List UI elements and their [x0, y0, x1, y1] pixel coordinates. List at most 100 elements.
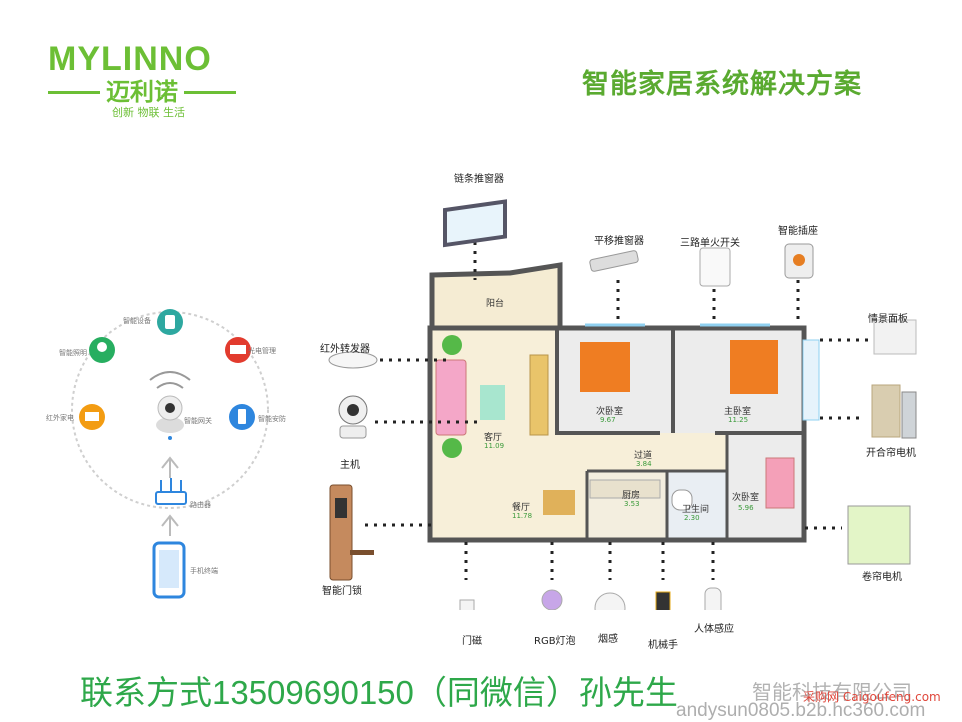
camera-lens [165, 403, 175, 413]
sofa [435, 359, 467, 436]
connector-lines [365, 242, 872, 580]
label-switch: 三路单火开关 [680, 238, 740, 249]
scene-panel-icon [873, 319, 917, 355]
hub-label-optical: 光电管理 [248, 347, 276, 355]
room-third-bed: 次卧室 [732, 493, 760, 503]
curtain-icon [871, 384, 901, 438]
phone-screen [159, 550, 179, 588]
label-chain-window: 链条推窗器 [454, 174, 504, 185]
body-sensor-icon [704, 587, 722, 610]
curtain-motor-icon [901, 391, 917, 439]
host-camera-lens [347, 404, 359, 416]
brand-logo: MYLINNO 迈利诺 创新 物联 生活 [48, 42, 268, 120]
area-corridor: 3.84 [636, 460, 652, 468]
label-rgb-bulb: RGB灯泡 [534, 636, 576, 647]
area-kitchen: 3.53 [624, 500, 640, 508]
switch-icon [699, 247, 731, 287]
hub-diagram [71, 309, 269, 599]
area-third-bed: 5.96 [738, 504, 754, 512]
brand-slogan: 创新 物联 生活 [112, 106, 185, 119]
bed-master [730, 340, 778, 394]
label-scene-panel: 情景面板 [868, 314, 908, 325]
arrow-up-icon [161, 456, 179, 478]
floor-plan [328, 199, 917, 610]
security-glyph [238, 409, 246, 424]
phone-label: 手机终端 [190, 567, 218, 575]
label-roller-motor: 卷帘电机 [862, 572, 902, 583]
hub-ring [71, 311, 269, 509]
kitchen-counter [589, 479, 661, 499]
room-living: 客厅 [484, 433, 503, 443]
area-master-bed: 11.25 [728, 416, 749, 424]
label-smoke: 烟感 [598, 634, 618, 645]
hub-label-lighting: 智能照明 [59, 349, 87, 357]
contact-line: 联系方式13509690150（同微信）孙先生 [80, 674, 678, 711]
manipulator-icon [655, 591, 671, 610]
tv-glyph [85, 412, 99, 421]
room-second-bed: 次卧室 [596, 407, 624, 417]
smoke-detector-icon [594, 592, 626, 610]
rgb-bulb-icon [541, 589, 563, 610]
router-icon [155, 491, 187, 505]
socket-glyph [793, 254, 805, 266]
ir-transmitter-icon [328, 351, 378, 369]
page-title: 智能家居系统解决方案 [582, 69, 862, 100]
door-sensor-icon [459, 599, 475, 610]
bulb-glyph [97, 342, 107, 352]
door-lock-handle [350, 550, 374, 555]
plant-2 [442, 438, 462, 458]
label-host: 主机 [340, 460, 360, 471]
plant-1 [442, 335, 462, 355]
label-door-sensor: 门磁 [462, 636, 482, 647]
logo-bar-right [184, 90, 236, 94]
watermark-cn: 采购网 Caigoufeng.com [803, 690, 941, 704]
room-kitchen: 厨房 [622, 491, 641, 501]
label-manipulator: 机械手 [648, 640, 678, 651]
label-curtain-motor: 开合帘电机 [866, 448, 916, 459]
room-bathroom: 卫生间 [682, 505, 710, 515]
area-bathroom: 2.30 [684, 514, 700, 522]
hub-label-ir: 红外家电 [46, 414, 74, 422]
company-name: 智能科技有限公司 [752, 680, 912, 704]
label-sliding-window: 平移推窗器 [594, 236, 644, 247]
smart-device-glyph [165, 315, 175, 329]
bed-second [580, 342, 630, 392]
arrow-up-icon-2 [161, 514, 179, 536]
brand-cn-name: 迈利诺 [106, 78, 178, 106]
camera-signal-dot [168, 436, 172, 440]
camera-base [156, 417, 184, 433]
dining-table [543, 490, 575, 515]
router-label: 路由器 [190, 501, 211, 509]
brand-name: MYLINNO [48, 40, 212, 78]
balcony-floor [429, 262, 563, 333]
watermark-url: andysun0805.b2b.hc360.com [676, 700, 926, 721]
label-body-sensor: 人体感应 [694, 624, 734, 635]
host-base [339, 425, 367, 439]
wifi-arc-outer [149, 371, 191, 381]
brand-cn-row: 迈利诺 [48, 78, 268, 106]
sliding-window-icon [589, 250, 639, 272]
room-master-bed: 主卧室 [724, 407, 752, 417]
coffee-table [480, 385, 505, 420]
label-door-lock: 智能门锁 [322, 586, 362, 597]
tv-cabinet [529, 354, 549, 436]
area-living: 11.09 [484, 442, 505, 450]
label-ir-transmitter: 红外转发器 [320, 344, 370, 355]
label-socket: 智能插座 [778, 226, 818, 237]
hub-label-gateway: 智能网关 [184, 417, 212, 425]
area-second-bed: 9.67 [600, 416, 616, 424]
room-balcony: 阳台 [486, 299, 505, 309]
wifi-arc-inner [156, 382, 184, 389]
hub-label-security: 智能安防 [258, 415, 286, 423]
bed-third [765, 457, 795, 509]
roller-blind-icon [847, 505, 911, 565]
toilet [671, 489, 693, 511]
chain-window-icon [443, 199, 507, 248]
door-lock-keypad [335, 498, 347, 518]
optical-glyph [230, 345, 246, 354]
room-dining: 餐厅 [512, 503, 531, 513]
bay-window [802, 339, 820, 421]
area-dining: 11.78 [512, 512, 533, 520]
hub-label-device: 智能设备 [123, 317, 151, 325]
logo-bar-left [48, 90, 100, 94]
